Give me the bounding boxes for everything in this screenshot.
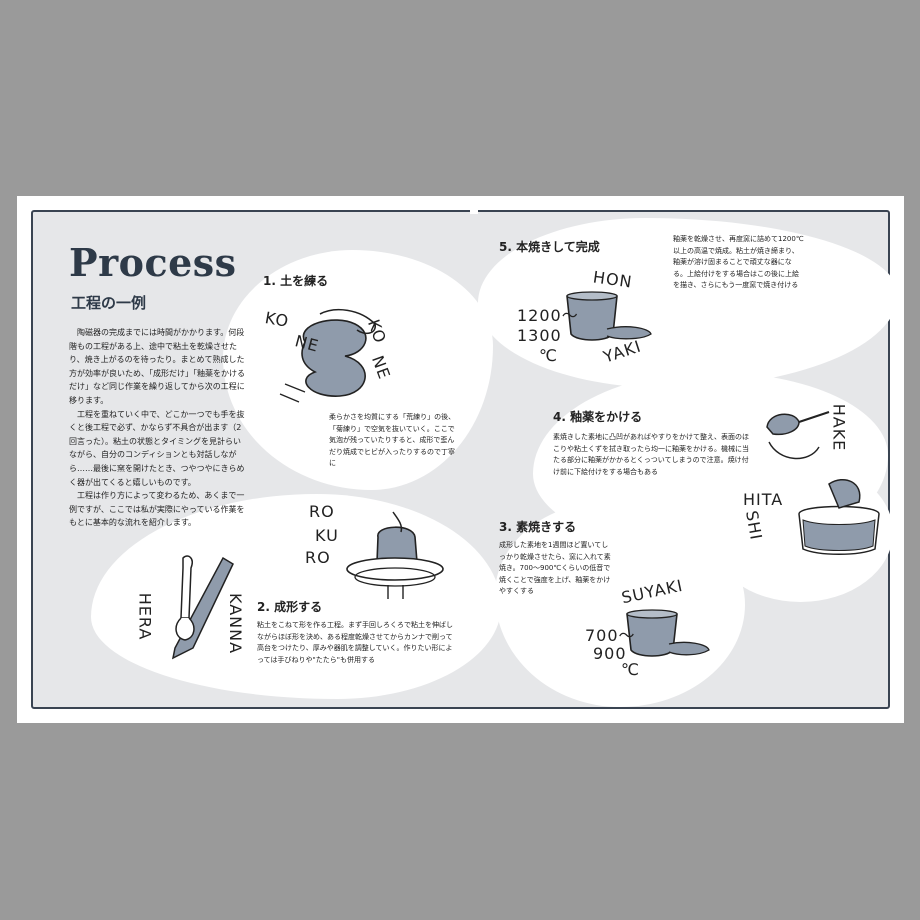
step4-heading: 4. 釉薬をかける bbox=[553, 410, 643, 424]
kone-word: KO bbox=[263, 308, 291, 331]
temp-text: 700～ bbox=[585, 626, 636, 645]
page-title: Process bbox=[69, 240, 237, 285]
step3-heading: 3. 素焼きする bbox=[499, 520, 577, 534]
blob-step3 bbox=[495, 502, 745, 707]
hake-word: HAKE bbox=[829, 403, 849, 452]
intro-paragraph: 陶磁器の完成までには時間がかかります。何段階もの工程がある上、途中で粘土を乾燥さ… bbox=[69, 328, 245, 405]
final-bowl-illustration bbox=[566, 291, 652, 341]
temp-text: 900 bbox=[593, 644, 627, 663]
roku-word: RO bbox=[305, 548, 331, 567]
roku-word: KU bbox=[315, 526, 339, 545]
wheel-illustration bbox=[346, 511, 444, 599]
page-gutter bbox=[470, 210, 478, 214]
intro-paragraph: 工程を重ねていく中で、どこか一つでも手を抜くと後工程で必ず、かならず不具合が出ま… bbox=[69, 409, 245, 487]
dipping-illustration bbox=[798, 479, 880, 555]
brush-illustration bbox=[766, 411, 830, 460]
degree-text: ℃ bbox=[539, 346, 558, 365]
kneading-illustration bbox=[279, 308, 376, 403]
temp-text: 1300 bbox=[517, 326, 562, 345]
magazine-spread: Process 工程の一例 陶磁器の完成までには時間がかかります。何段階もの工程… bbox=[17, 196, 904, 723]
step2-heading: 2. 成形する bbox=[257, 600, 323, 614]
step3-text: 成形した素地を1週間ほど置いてしっかり乾燥させたら、窯に入れて素焼き。700～9… bbox=[499, 541, 611, 596]
roku-word: RO bbox=[309, 502, 335, 521]
blob-step2 bbox=[91, 494, 501, 699]
step1-text: 柔らかさを均質にする「荒練り」の後、「菊練り」で空気を抜いていく。ここで気泡が残… bbox=[329, 413, 456, 468]
intro-text: 陶磁器の完成までには時間がかかります。何段階もの工程がある上、途中で粘土を乾燥さ… bbox=[69, 326, 245, 530]
hera-word: HERA bbox=[135, 592, 155, 641]
step2-text: 粘土をこねて形を作る工程。まず手回しろくろで粘土を伸ばしながらほぼ形を決め、ある… bbox=[257, 621, 453, 664]
degree-text: ℃ bbox=[621, 660, 640, 679]
blob-step5 bbox=[478, 218, 898, 388]
tools-illustration bbox=[171, 555, 234, 660]
kanna-word: KANNA bbox=[226, 592, 246, 655]
temp-text: 1200～ bbox=[517, 306, 579, 325]
bisque-bowl-illustration bbox=[626, 609, 710, 657]
hitashi-word: HITA bbox=[743, 490, 784, 509]
step4-text: 素焼きした素地に凸凹があればやすりをかけて整え、表面のほこりや粘土くずを拭き取っ… bbox=[553, 433, 749, 476]
step5-heading: 5. 本焼きして完成 bbox=[499, 240, 600, 254]
content-frame: Process 工程の一例 陶磁器の完成までには時間がかかります。何段階もの工程… bbox=[31, 210, 898, 709]
step1-heading: 1. 土を練る bbox=[263, 274, 329, 288]
page-subtitle: 工程の一例 bbox=[71, 294, 147, 312]
step5-text: 釉薬を乾燥させ、再度窯に詰めて1200℃以上の高温で焼成。粘土が焼き締まり、釉薬… bbox=[673, 235, 804, 290]
intro-paragraph: 工程は作り方によって変わるため、あくまで一例ですが、ここでは私が実際にやっている… bbox=[69, 491, 245, 528]
